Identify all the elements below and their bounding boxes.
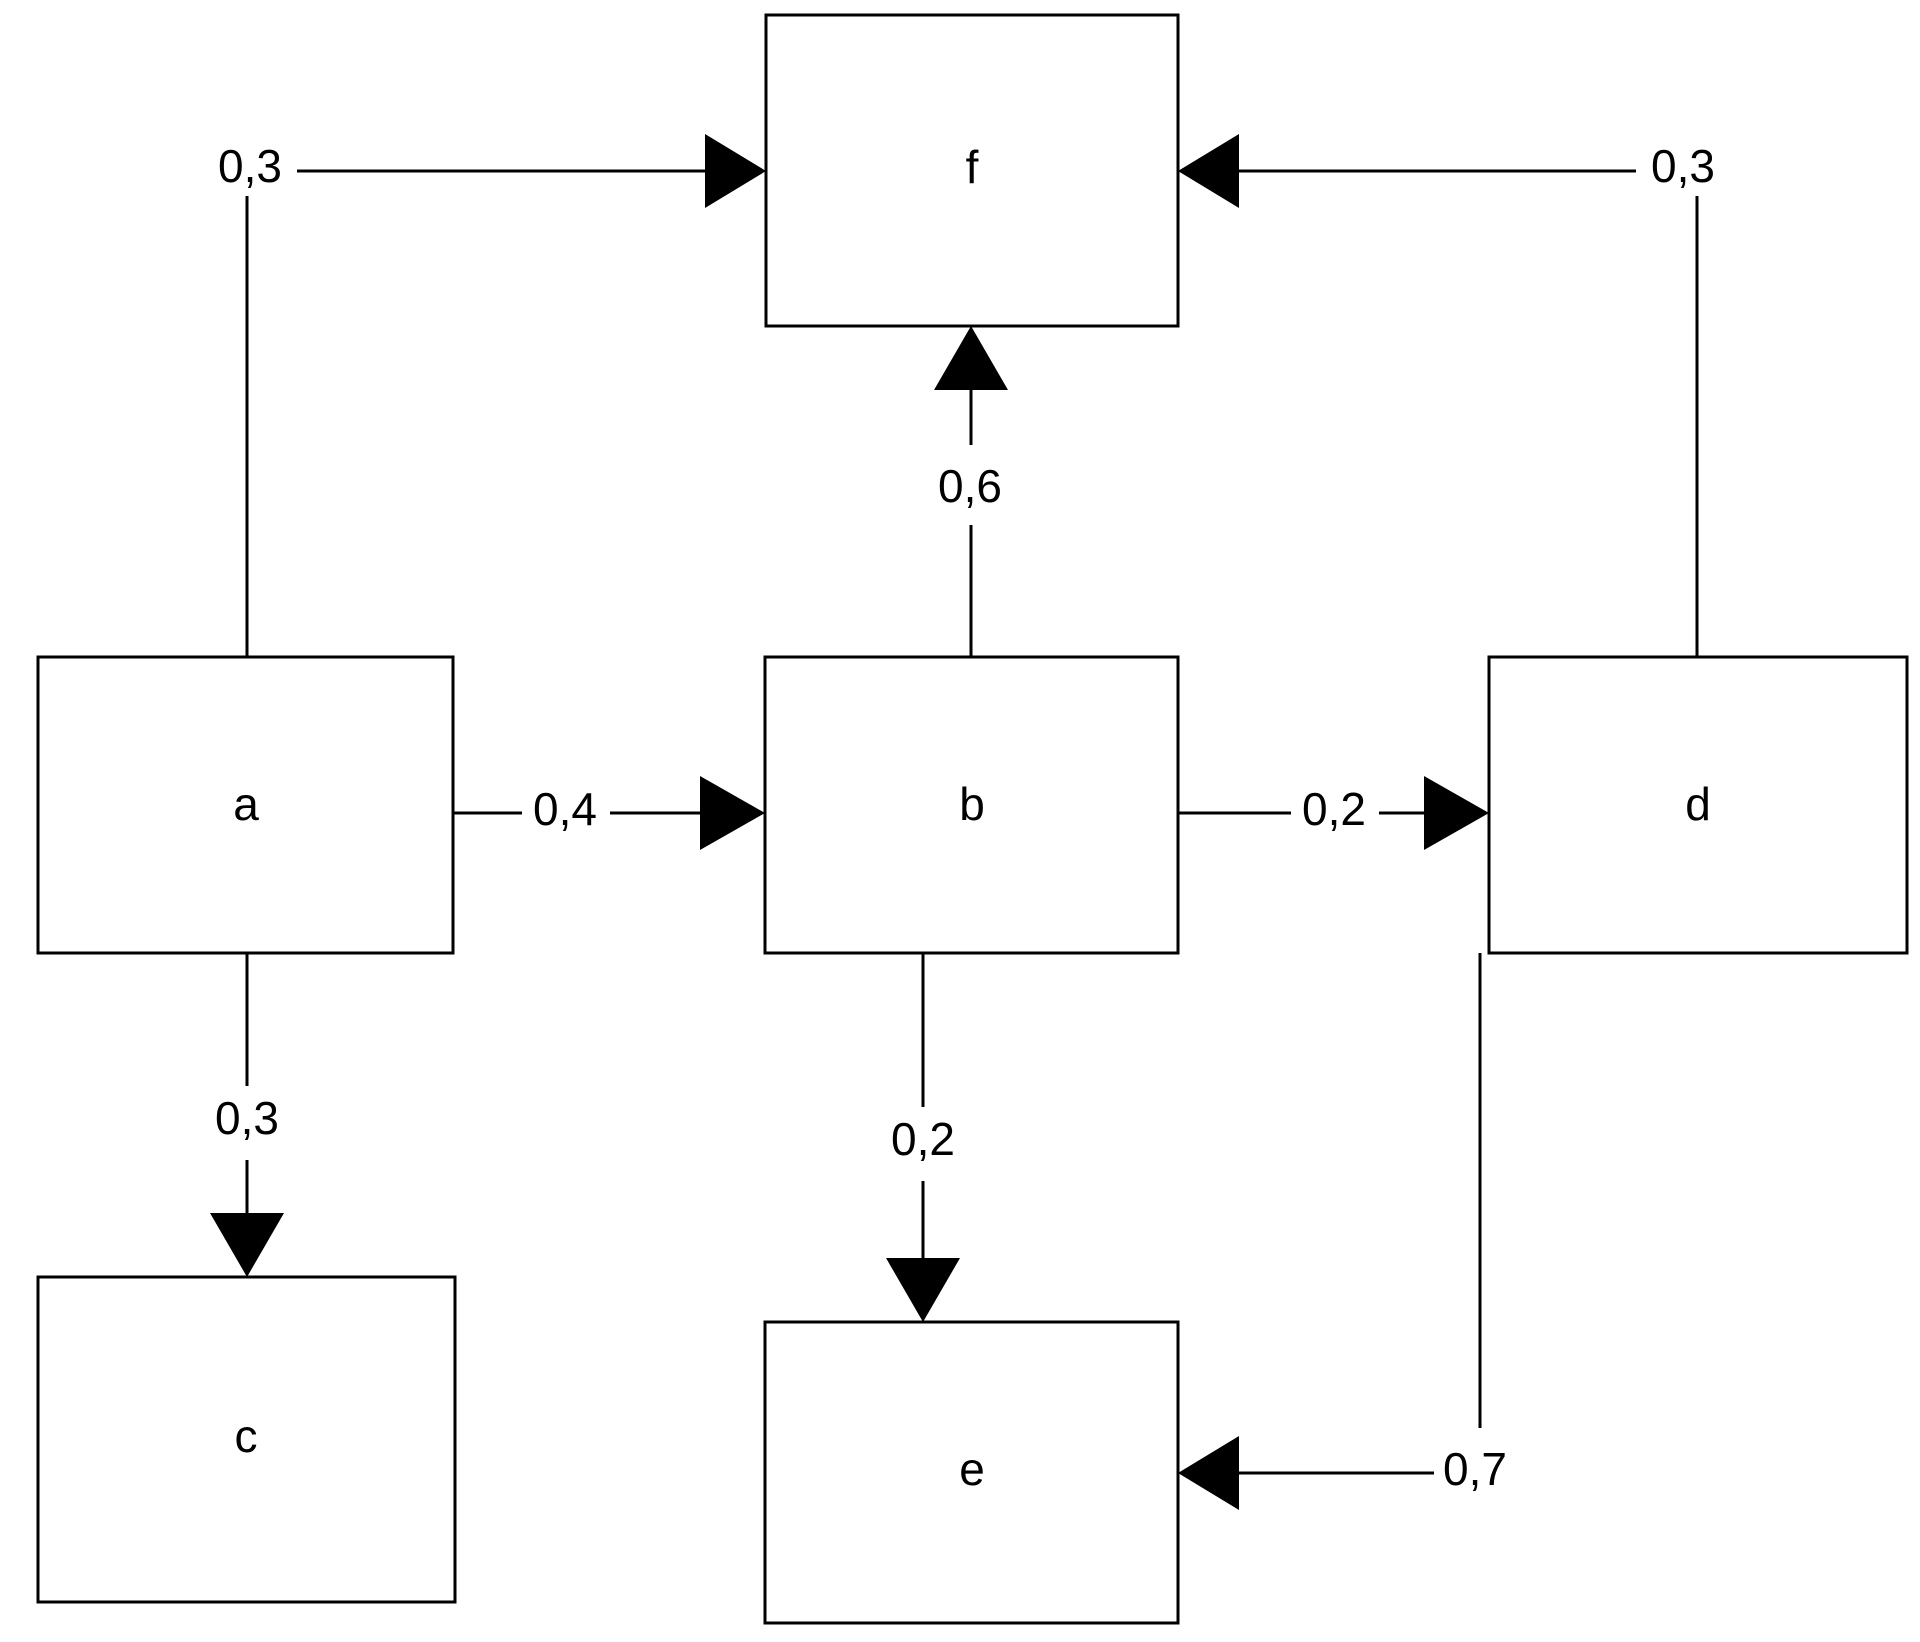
edge-label-b-to-e: 0,2 (891, 1113, 955, 1165)
node-b-label: b (959, 778, 985, 830)
node-b-box[interactable] (763, 655, 1180, 955)
edge-label-a-to-f: 0,3 (218, 140, 282, 192)
edge-b-to-d-arrowhead (1424, 776, 1489, 850)
node-d-label: d (1685, 778, 1711, 830)
edge-b-to-d: 0,2 (1178, 776, 1489, 850)
edge-a-to-c: 0,3 (210, 953, 284, 1277)
edge-d-to-e-line (1239, 953, 1482, 1475)
node-e-label: e (959, 1443, 985, 1495)
node-c[interactable]: c (36, 1275, 457, 1604)
edge-label-b-to-f: 0,6 (938, 460, 1002, 512)
node-f[interactable]: f (764, 13, 1180, 328)
edge-a-to-f-arrowhead (705, 134, 766, 208)
edge-label-b-to-d: 0,2 (1302, 783, 1366, 835)
edge-a-to-f: 0,3 (218, 134, 766, 657)
edge-b-to-e: 0,2 (886, 953, 960, 1322)
edge-d-to-e: 0,7 (1178, 953, 1507, 1510)
edge-d-to-f-line (1239, 169, 1699, 657)
node-b[interactable]: b (763, 655, 1180, 955)
node-a-box[interactable] (36, 655, 455, 955)
edge-d-to-f: 0,3 (1178, 134, 1715, 657)
edge-label-a-to-c: 0,3 (215, 1092, 279, 1144)
edge-d-to-e-arrowhead (1178, 1436, 1239, 1510)
node-c-box[interactable] (36, 1275, 457, 1604)
node-d-box[interactable] (1487, 655, 1909, 955)
edge-b-to-f-arrowhead (934, 326, 1008, 390)
edge-a-to-b-arrowhead (700, 776, 765, 850)
edge-label-d-to-f: 0,3 (1651, 140, 1715, 192)
node-a-label: a (233, 778, 259, 830)
node-e-box[interactable] (763, 1320, 1180, 1625)
edge-label-d-to-e: 0,7 (1443, 1443, 1507, 1495)
node-e[interactable]: e (763, 1320, 1180, 1625)
edge-b-to-f: 0,6 (934, 326, 1008, 657)
edge-a-to-b: 0,4 (453, 776, 765, 850)
edge-d-to-f-arrowhead (1178, 134, 1239, 208)
node-f-label: f (966, 141, 979, 193)
edge-label-a-to-b: 0,4 (533, 783, 597, 835)
node-d[interactable]: d (1487, 655, 1909, 955)
edge-b-to-e-arrowhead (886, 1258, 960, 1322)
node-a[interactable]: a (36, 655, 455, 955)
edge-a-to-f-line (245, 169, 705, 657)
edge-a-to-c-arrowhead (210, 1213, 284, 1277)
node-c-label: c (235, 1410, 258, 1462)
node-f-box[interactable] (764, 13, 1180, 328)
